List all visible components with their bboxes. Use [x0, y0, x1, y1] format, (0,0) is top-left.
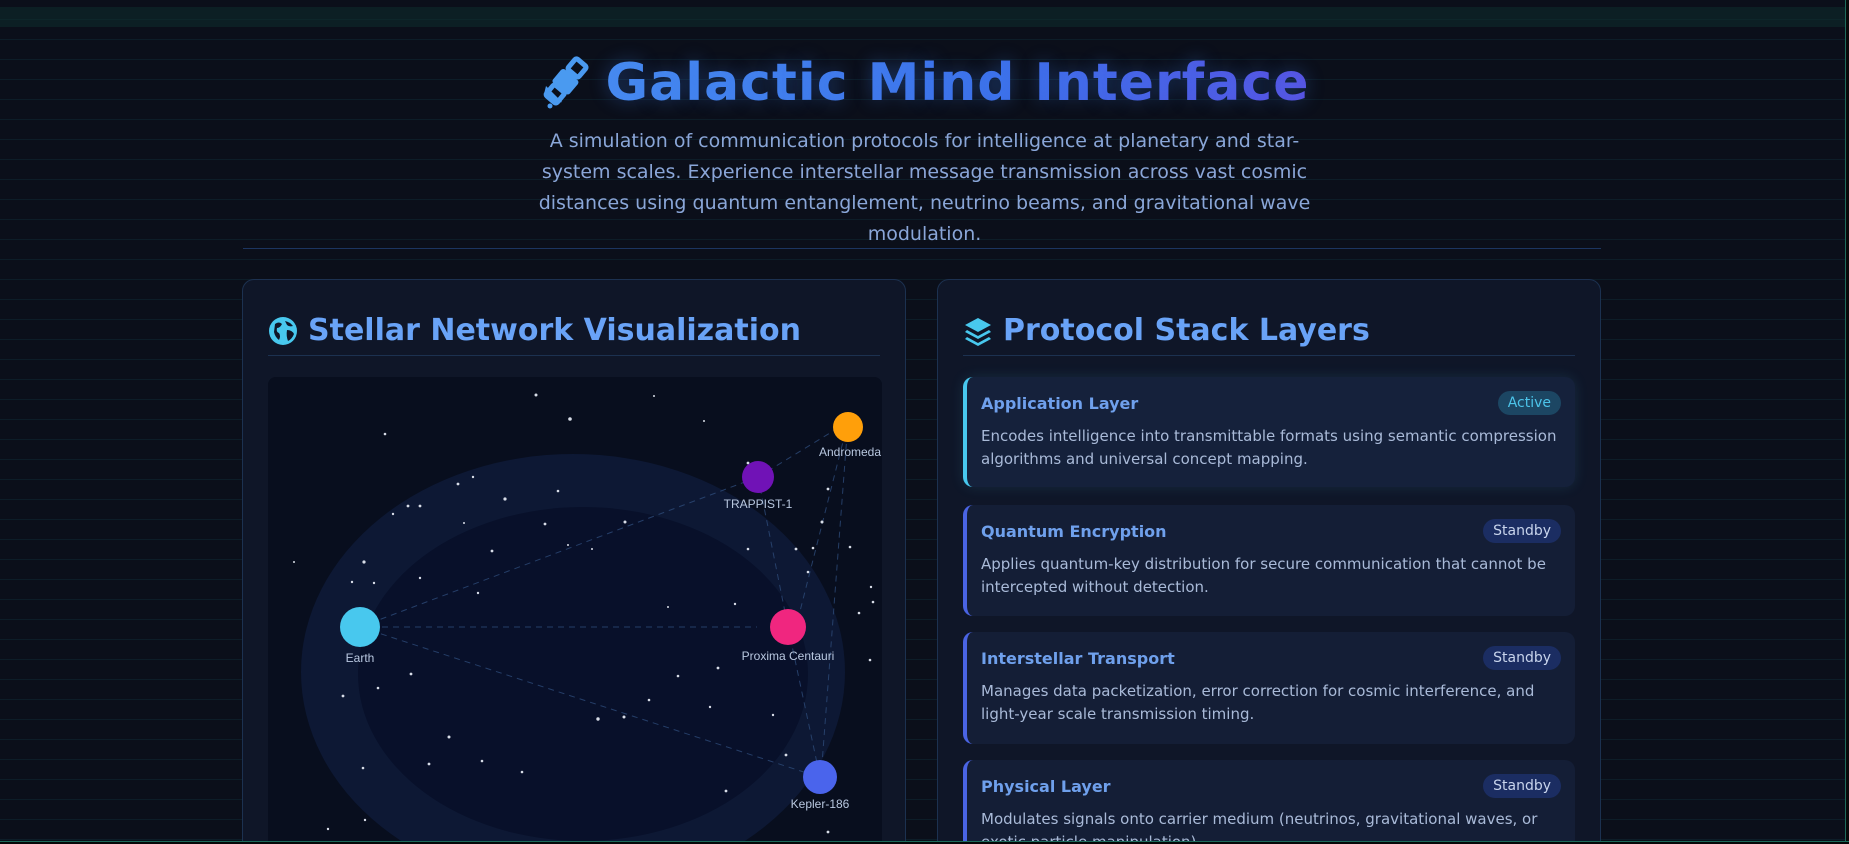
node-trappist-1 — [742, 461, 774, 493]
network-nodes — [340, 412, 863, 794]
page-subtitle: A simulation of communication protocols … — [538, 130, 1311, 245]
layer-title: Application Layer — [981, 393, 1139, 413]
page-header: Galactic Mind Interface A simulation of … — [0, 48, 1849, 250]
layer-description: Manages data packetization, error correc… — [981, 682, 1535, 723]
layers-icon — [965, 317, 991, 346]
globe-icon — [269, 316, 297, 345]
node-earth — [340, 607, 380, 647]
panel-title: Protocol Stack Layers — [1003, 313, 1370, 348]
panel-title: Stellar Network Visualization — [308, 313, 801, 348]
panel-header: Stellar Network Visualization — [268, 306, 880, 356]
node-label-andromeda: Andromeda — [818, 445, 882, 459]
node-proxima-centauri — [770, 609, 806, 645]
layer-description: Encodes intelligence into transmittable … — [981, 427, 1557, 468]
layer-card-interstellar-transport[interactable]: Interstellar Transport Standby Manages d… — [963, 632, 1575, 744]
title-text: Galactic Mind Interface — [605, 53, 1310, 113]
network-graph — [268, 377, 882, 844]
protocol-stack-panel: Protocol Stack Layers Application Layer … — [937, 279, 1601, 844]
layer-title: Physical Layer — [981, 776, 1111, 796]
status-badge: Standby — [1483, 774, 1561, 798]
node-andromeda — [833, 412, 863, 442]
stellar-network-canvas[interactable]: Earth Proxima Centauri TRAPPIST-1 Androm… — [268, 377, 882, 844]
window-border-right — [1845, 0, 1849, 844]
status-badge: Standby — [1483, 646, 1561, 670]
layer-card-quantum-encryption[interactable]: Quantum Encryption Standby Applies quant… — [963, 505, 1575, 616]
header-divider — [243, 248, 1601, 249]
node-label-earth: Earth — [345, 651, 375, 665]
node-label-trappist-1: TRAPPIST-1 — [723, 497, 793, 511]
layer-description: Modulates signals onto carrier medium (n… — [981, 810, 1538, 844]
node-label-kepler-186: Kepler-186 — [790, 797, 850, 811]
status-badge: Active — [1497, 391, 1561, 415]
node-label-proxima-centauri: Proxima Centauri — [741, 649, 835, 663]
status-badge: Standby — [1483, 519, 1561, 543]
node-kepler-186 — [803, 760, 837, 794]
layer-title: Interstellar Transport — [981, 648, 1175, 668]
window-border-bottom — [0, 841, 1849, 844]
stellar-network-panel: Stellar Network Visualization — [242, 279, 906, 844]
satellite-icon — [543, 56, 589, 109]
scan-line-bar — [0, 7, 1849, 27]
layer-title: Quantum Encryption — [981, 521, 1167, 541]
panel-header: Protocol Stack Layers — [963, 306, 1575, 356]
layer-description: Applies quantum-key distribution for sec… — [981, 555, 1546, 596]
page-title: Galactic Mind Interface — [540, 48, 1310, 118]
layer-card-physical[interactable]: Physical Layer Standby Modulates signals… — [963, 760, 1575, 844]
layer-card-application[interactable]: Application Layer Active Encodes intelli… — [963, 377, 1575, 487]
